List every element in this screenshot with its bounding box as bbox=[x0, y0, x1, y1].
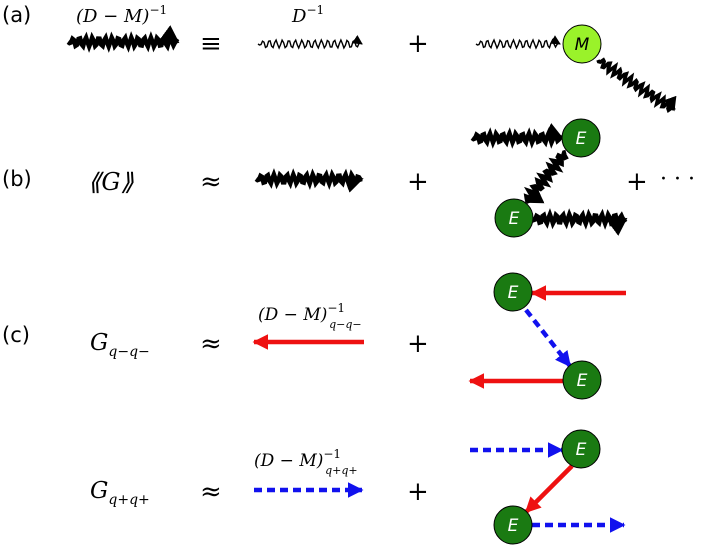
outgoing-wavy-line-b bbox=[530, 208, 628, 236]
blue-dashed-exchange-arrow bbox=[524, 308, 572, 368]
dressed-propagator-wavy-line bbox=[66, 25, 180, 53]
panel-label-a: (a) bbox=[2, 3, 31, 27]
dressed-outgoing-wavy-line bbox=[596, 57, 677, 113]
ellipsis: · · · bbox=[660, 167, 695, 192]
interaction-vertex-label: E bbox=[509, 209, 520, 229]
mass-vertex-label: M bbox=[575, 35, 590, 55]
green-function-qplus: Gq+q+ bbox=[90, 478, 150, 508]
bare-propagator-wavy-line bbox=[257, 35, 363, 50]
panel-label-c: (c) bbox=[2, 323, 30, 347]
interaction-vertex-label: E bbox=[508, 283, 519, 303]
bare-incoming-wavy-line bbox=[475, 35, 561, 50]
exchange-wavy-line-b bbox=[523, 149, 569, 205]
interaction-vertex-node bbox=[561, 429, 601, 469]
interaction-vertex-node bbox=[493, 505, 533, 545]
approx-sign-b: ≈ bbox=[200, 167, 222, 197]
averaged-green-function: ⟪G⟫ bbox=[88, 168, 135, 196]
interaction-vertex-node bbox=[561, 118, 601, 158]
plus-sign-b: + bbox=[407, 167, 429, 197]
interaction-vertex-node bbox=[494, 198, 534, 238]
dressed-propagator-b bbox=[254, 168, 364, 193]
interaction-vertex-label: E bbox=[577, 371, 588, 391]
approx-sign-c1: ≈ bbox=[200, 329, 222, 359]
interaction-vertex-node bbox=[562, 360, 602, 400]
green-function-qminus: Gq−q− bbox=[90, 330, 150, 360]
interaction-vertex-label: E bbox=[508, 516, 519, 536]
plus-sign-a: + bbox=[407, 29, 429, 59]
interaction-vertex-label: E bbox=[576, 129, 587, 149]
interaction-vertex-label: E bbox=[576, 440, 587, 460]
dressed-propagator-label: (D − M)−1 bbox=[76, 3, 167, 27]
red-exchange-arrow bbox=[524, 464, 574, 514]
interaction-vertex-node bbox=[493, 272, 533, 312]
incoming-wavy-line-b bbox=[470, 122, 564, 149]
plus-sign-c2: + bbox=[407, 477, 429, 507]
bare-propagator-label: D−1 bbox=[291, 3, 324, 27]
equiv-sign: ≡ bbox=[200, 29, 222, 59]
approx-sign-c2: ≈ bbox=[200, 477, 222, 507]
mass-vertex-node bbox=[562, 24, 602, 64]
plus-sign-c1: + bbox=[407, 329, 429, 359]
plus-sign-b-2: + bbox=[626, 167, 648, 197]
panel-label-b: (b) bbox=[2, 167, 32, 191]
